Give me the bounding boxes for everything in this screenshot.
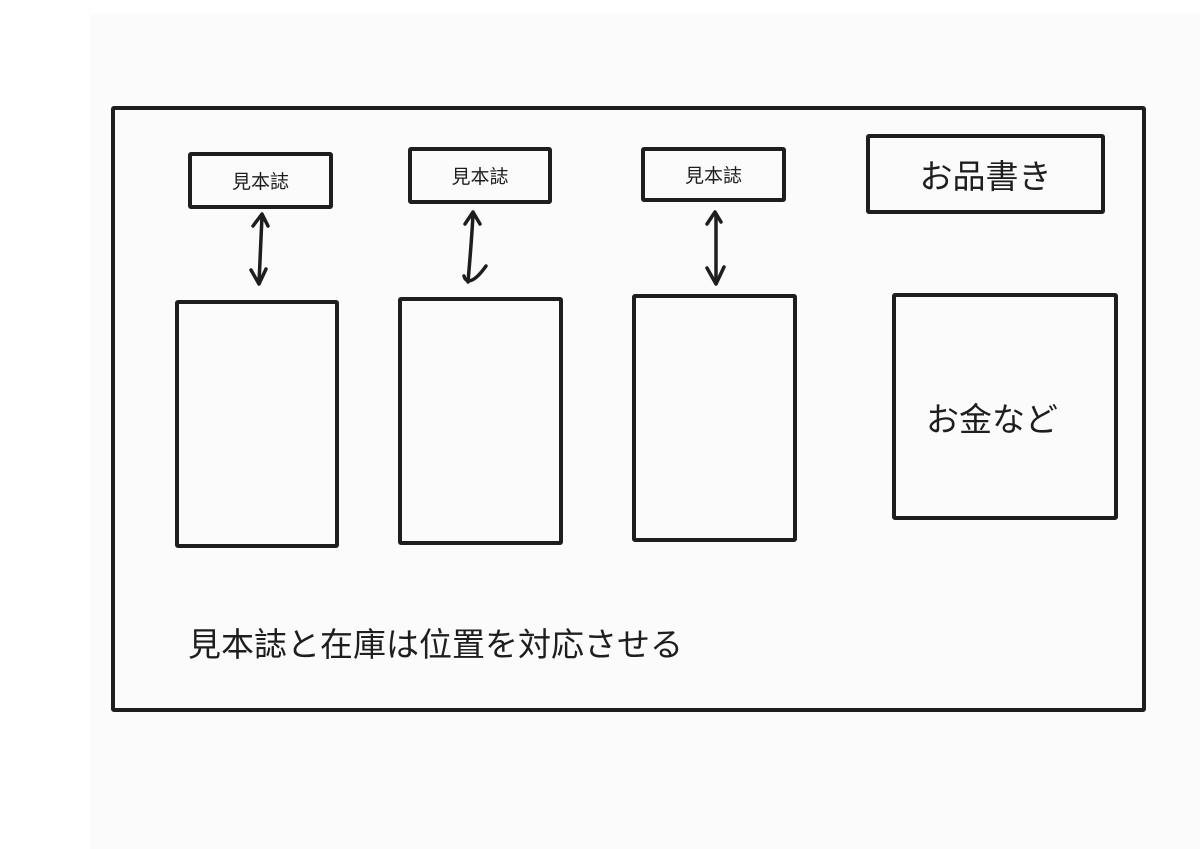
- money-box: お金など: [892, 293, 1118, 520]
- menu-label: お品書き: [866, 134, 1105, 214]
- stock-box-1: [175, 300, 339, 548]
- sample-label-1-text: 見本誌: [231, 171, 289, 193]
- stock-box-2: [398, 297, 563, 545]
- money-label: お金など: [926, 400, 1058, 439]
- sample-label-1: 見本誌: [188, 152, 333, 209]
- sample-label-3: 見本誌: [641, 147, 786, 202]
- menu-label-text: お品書き: [919, 157, 1052, 196]
- stock-box-3: [632, 294, 797, 542]
- note-text: 見本誌と在庫は位置を対応させる: [188, 625, 683, 664]
- sample-label-2-text: 見本誌: [451, 166, 509, 188]
- table-outline: [111, 106, 1146, 712]
- sample-label-2: 見本誌: [408, 147, 552, 204]
- sample-label-3-text: 見本誌: [684, 165, 742, 187]
